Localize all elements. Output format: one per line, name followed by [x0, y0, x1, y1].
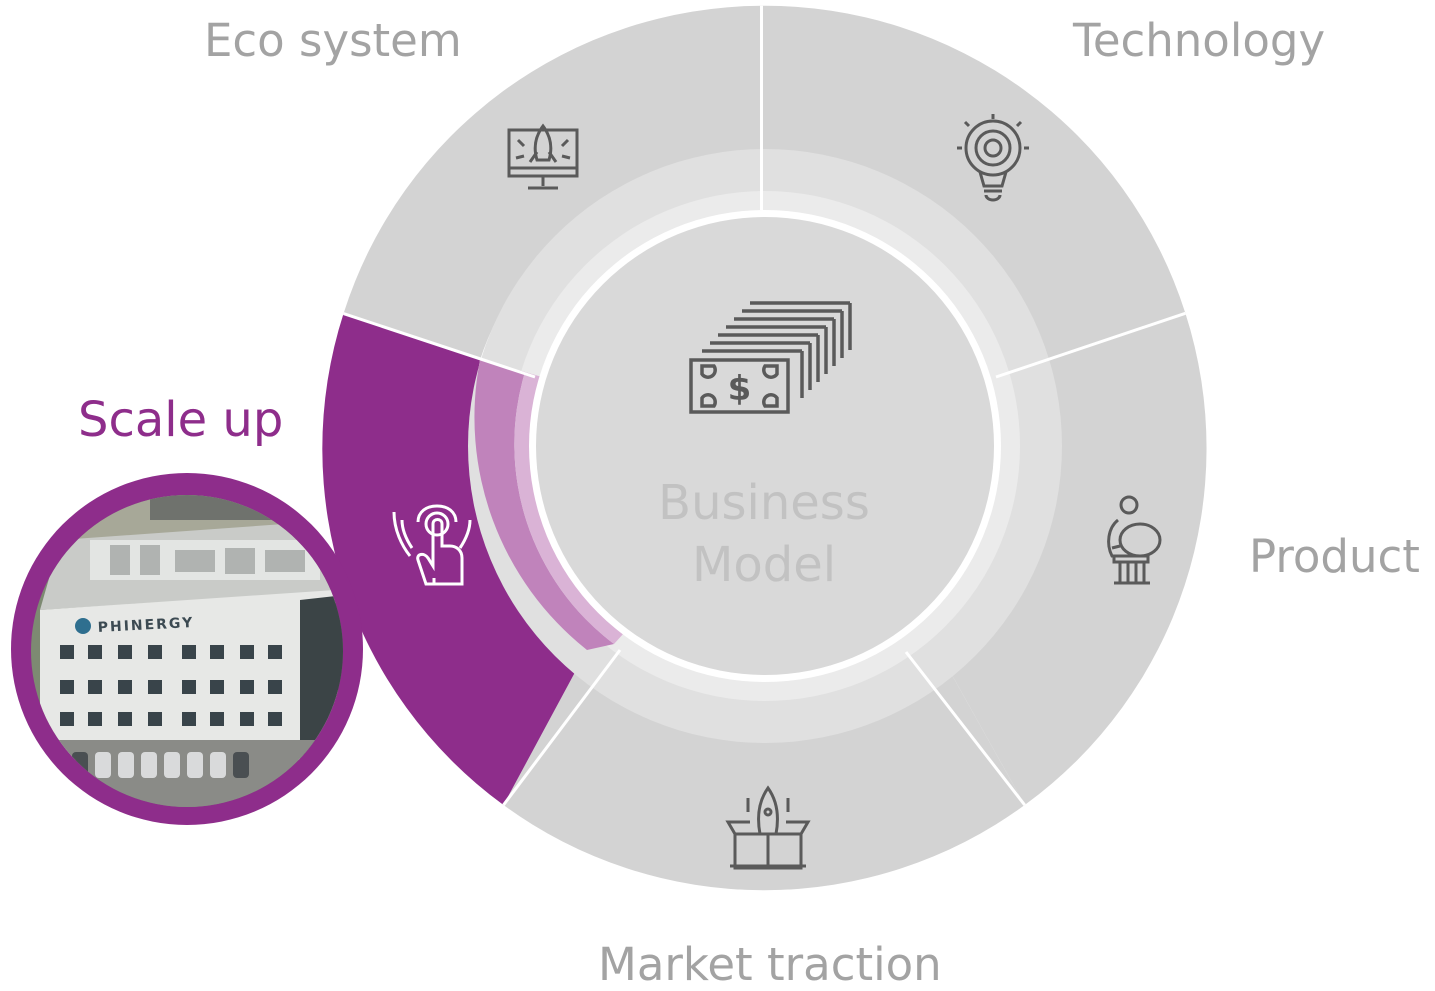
photo-sign: PHINERGY: [97, 615, 194, 636]
segment-eco-system[interactable]: [343, 5, 762, 361]
center-label-line1: Business: [658, 475, 870, 531]
person-lightbulb-icon: [1107, 495, 1162, 585]
segment-label-product: Product: [1249, 530, 1420, 583]
gear-lightbulb-icon: [957, 114, 1029, 202]
segment-label-market-traction: Market traction: [598, 938, 942, 991]
money-stack-icon: [689, 301, 852, 414]
center-circle[interactable]: [536, 217, 994, 675]
center-label: Business Model: [614, 472, 914, 596]
segment-technology[interactable]: [761, 5, 1186, 361]
touch-hand-icon[interactable]: [392, 504, 472, 586]
rocket-box-icon: [725, 785, 811, 870]
segment-label-technology: Technology: [1073, 14, 1326, 67]
segment-label-scale-up: Scale up: [78, 392, 284, 448]
rocket-monitor-icon: [507, 123, 579, 190]
segment-product[interactable]: [938, 313, 1207, 805]
segment-dividers: [343, 5, 1186, 806]
dollar-sign: $: [728, 369, 752, 409]
center-label-line2: Model: [691, 537, 837, 593]
segment-label-eco-system: Eco system: [204, 14, 462, 67]
scale-up-ring-inner: [514, 372, 624, 644]
scale-up-ring-outer: [474, 360, 614, 650]
segment-scale-up[interactable]: [322, 313, 587, 805]
